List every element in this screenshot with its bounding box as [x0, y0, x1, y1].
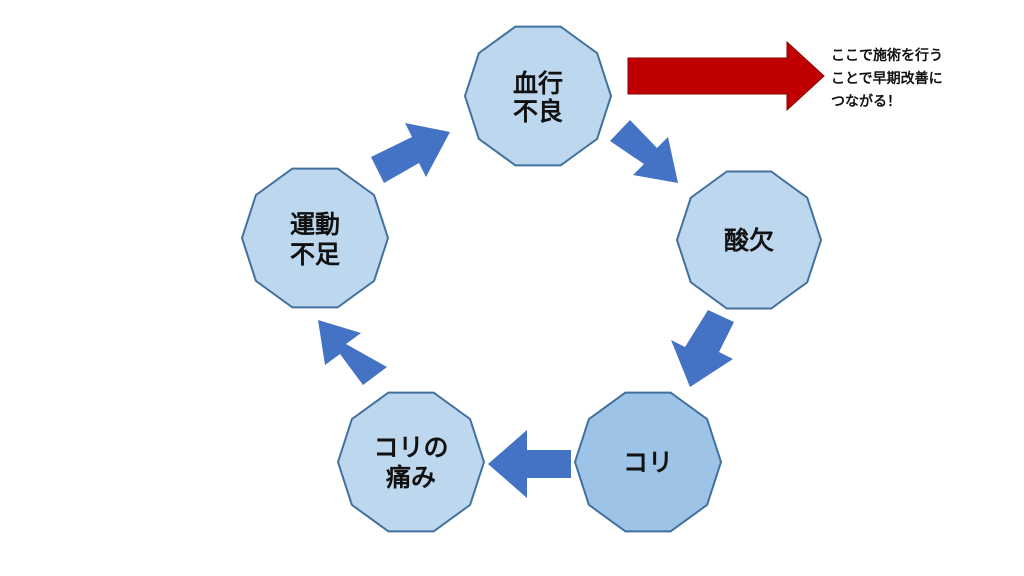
- node-oxygen-deficit-shape: [675, 170, 823, 310]
- node-stiffness-pain-line-2: 痛み: [386, 463, 436, 492]
- node-lack-of-exercise-line-1: 運動: [290, 210, 340, 239]
- node-blood-flow-line-1: 血行: [513, 69, 563, 98]
- arrow-exercise-to-blood: [371, 123, 450, 183]
- node-oxygen-deficit: 酸欠: [675, 170, 823, 310]
- node-stiffness-pain-line-1: コリの: [373, 433, 448, 462]
- cycle-arrows: [318, 120, 734, 498]
- node-stiffness: コリ: [573, 391, 723, 533]
- node-stiffness-pain-shape: [336, 391, 486, 533]
- arrow-oxygen-to-kori: [671, 310, 734, 387]
- node-stiffness-line-1: コリ: [623, 448, 673, 477]
- callout-arrow: [627, 40, 825, 112]
- arrow-kori-to-pain: [488, 430, 571, 498]
- node-stiffness-pain: コリの 痛み: [336, 391, 486, 533]
- arrow-pain-to-exercise: [318, 320, 387, 385]
- node-oxygen-deficit-line-1: 酸欠: [724, 226, 774, 255]
- arrow-blood-to-oxygen: [610, 120, 678, 183]
- node-lack-of-exercise-line-2: 不足: [290, 240, 340, 269]
- node-blood-flow-shape: [463, 25, 613, 167]
- node-lack-of-exercise: 運動 不足: [240, 167, 390, 309]
- callout-text: ここで施術を行う ことで早期改善に つながる！: [831, 47, 943, 110]
- node-blood-flow-line-2: 不良: [513, 97, 563, 126]
- node-stiffness-shape: [573, 391, 723, 533]
- callout-line-3: つながる！: [831, 93, 901, 110]
- node-blood-flow: 血行 不良: [463, 25, 613, 167]
- callout-line-2: ことで早期改善に: [831, 70, 943, 87]
- node-lack-of-exercise-shape: [240, 167, 390, 309]
- callout-line-1: ここで施術を行う: [831, 47, 943, 64]
